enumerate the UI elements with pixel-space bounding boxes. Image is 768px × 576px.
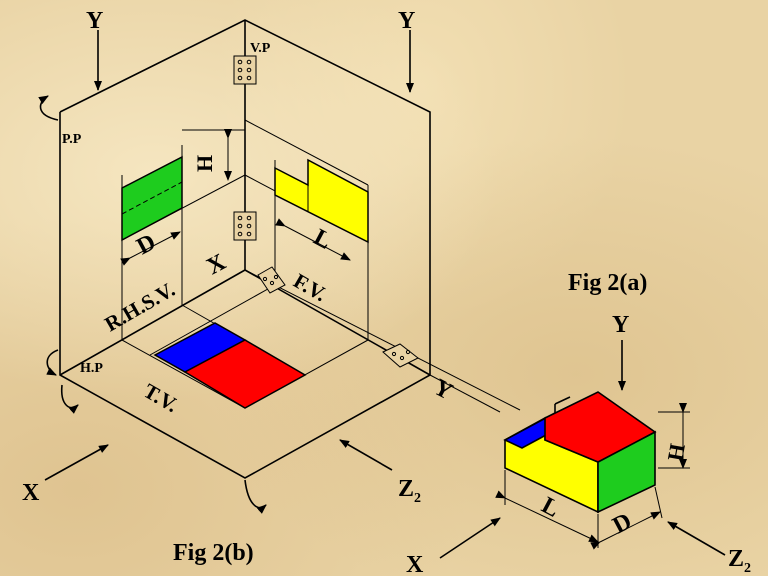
side-view-hidden-line bbox=[121, 181, 183, 215]
top-view-red bbox=[183, 339, 307, 409]
hinge-icon bbox=[233, 211, 257, 241]
rotation-arrow-pp bbox=[38, 95, 59, 121]
label-rhsv: R.H.S.V. bbox=[101, 277, 179, 336]
rotation-arrow-hp-bottom bbox=[60, 384, 79, 414]
label-z2-left: Z2 bbox=[398, 476, 421, 506]
x-arrow-block bbox=[439, 517, 501, 559]
label-y-axis: Y bbox=[429, 374, 457, 405]
hinge-icon bbox=[382, 343, 419, 368]
label-pp: P.P bbox=[62, 132, 82, 147]
label-d-side: D bbox=[133, 229, 161, 260]
isometric-block bbox=[503, 391, 657, 514]
dimension-l bbox=[275, 218, 351, 261]
label-hp: H.P bbox=[80, 361, 103, 376]
z2-arrow-block bbox=[667, 521, 726, 556]
label-y-block: Y bbox=[612, 312, 629, 338]
projector-to-block bbox=[429, 374, 501, 413]
label-y-right: Y bbox=[398, 8, 415, 34]
floor-line bbox=[149, 284, 276, 356]
label-fig2a: Fig 2(a) bbox=[568, 270, 647, 296]
rotation-arrow-hp bbox=[46, 349, 59, 376]
hinge-icon bbox=[233, 55, 257, 85]
label-l-block: L bbox=[537, 492, 563, 522]
label-fig2b: Fig 2(b) bbox=[173, 540, 254, 566]
x-arrow-left bbox=[44, 444, 109, 481]
label-z2-block: Z2 bbox=[728, 546, 751, 576]
floor-line bbox=[121, 339, 246, 409]
dimension-block-h bbox=[658, 403, 690, 469]
projection-box bbox=[59, 19, 521, 479]
label-vp: V.P bbox=[250, 41, 271, 56]
label-y-left: Y bbox=[86, 8, 103, 34]
dimension-d bbox=[120, 231, 181, 266]
right-wall-line bbox=[244, 119, 369, 186]
label-x-center: X bbox=[203, 249, 231, 280]
label-fv: F.V. bbox=[290, 269, 331, 307]
label-d-block: D bbox=[609, 508, 637, 539]
dimension-h bbox=[182, 129, 245, 181]
hinge-icon bbox=[257, 266, 286, 294]
label-x-bottom-left: X bbox=[22, 480, 40, 506]
dimension-block-d bbox=[590, 486, 663, 550]
rotation-arrow-bottom bbox=[244, 479, 267, 514]
z2-arrow-left bbox=[339, 439, 393, 471]
label-h-block: H bbox=[662, 442, 690, 463]
label-x-block: X bbox=[406, 552, 424, 576]
label-h-side: H bbox=[192, 155, 217, 172]
floor-left-edge bbox=[59, 269, 246, 376]
label-tv: T.V. bbox=[140, 379, 183, 417]
block-top-red bbox=[544, 391, 657, 463]
projector-to-block bbox=[244, 269, 521, 411]
